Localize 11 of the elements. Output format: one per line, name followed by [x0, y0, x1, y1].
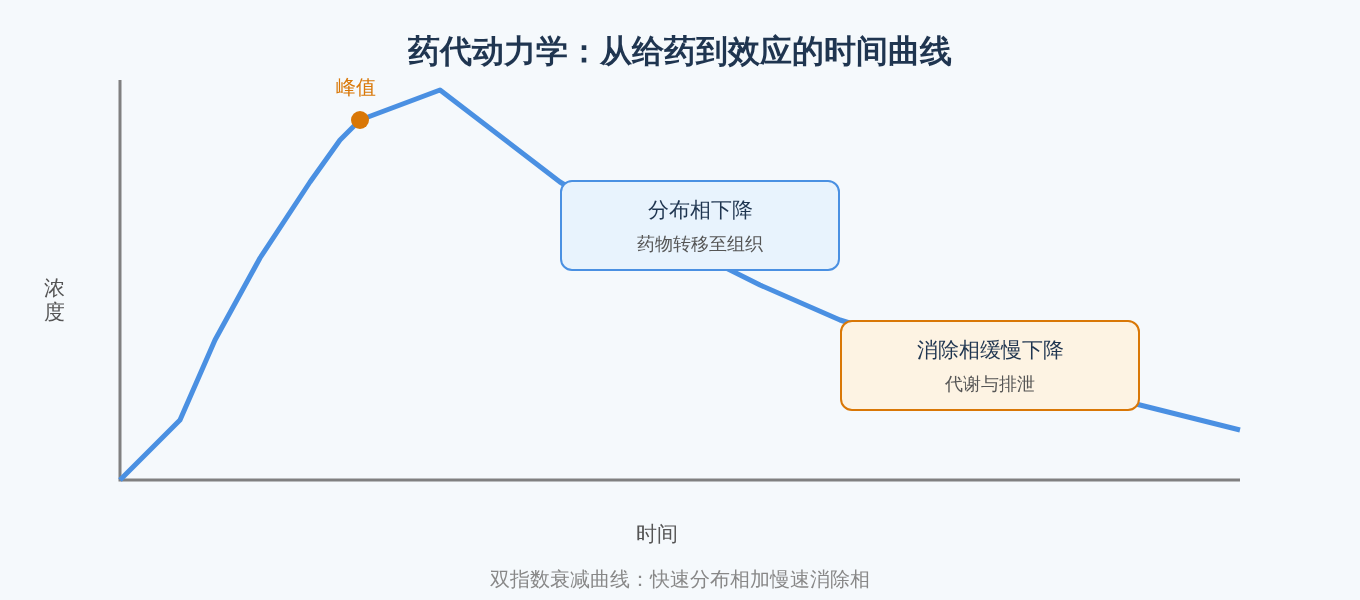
- title: 药代动力学：从给药到效应的时间曲线: [407, 31, 953, 72]
- axis-label: 浓度: [44, 276, 66, 324]
- callout-heading: 分布相下降: [647, 196, 753, 224]
- callout-box: [840, 320, 1140, 411]
- axis-label: 时间: [636, 521, 678, 548]
- callout-text: 代谢与排泄: [945, 371, 1035, 396]
- callout-text: 药物转移至组织: [637, 231, 763, 256]
- callout-box: [560, 180, 840, 271]
- caption: 双指数衰减曲线：快速分布相加慢速消除相: [489, 566, 871, 593]
- peak-label: 峰值: [336, 74, 376, 101]
- callout-heading: 消除相缓慢下降: [916, 336, 1064, 364]
